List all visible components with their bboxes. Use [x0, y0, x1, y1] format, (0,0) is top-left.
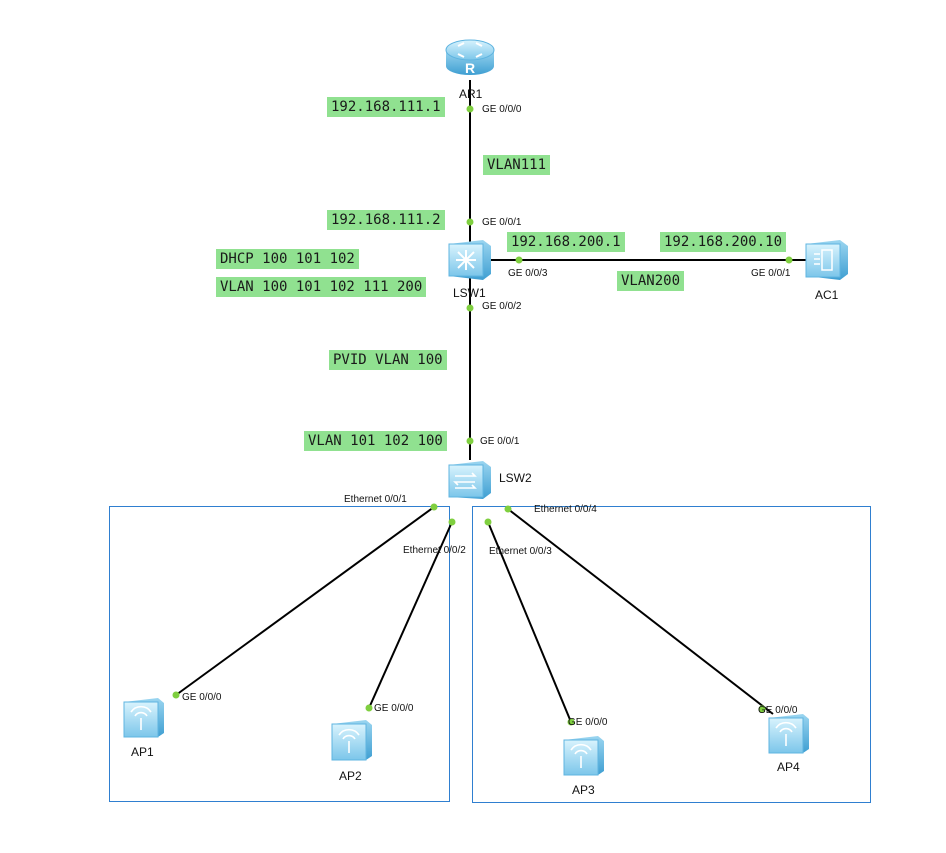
port-dot — [567, 718, 575, 726]
device-name-lsw1: LSW1 — [453, 286, 486, 300]
switch-icon[interactable] — [448, 461, 491, 499]
access-point-icon[interactable] — [563, 736, 604, 776]
lsw2-vlans-label: VLAN 101 102 100 — [304, 431, 447, 451]
link-lsw2-ap2[interactable] — [368, 521, 453, 709]
router-icon[interactable]: R — [445, 39, 495, 76]
device-name-ar1: AR1 — [459, 87, 483, 101]
port-label: GE 0/0/1 — [751, 268, 791, 279]
port-label: GE 0/0/0 — [182, 692, 222, 703]
device-name-ap4: AP4 — [777, 760, 800, 774]
port-dot — [466, 437, 474, 445]
port-label: GE 0/0/1 — [480, 436, 520, 447]
port-dot — [172, 691, 180, 699]
port-dot — [466, 218, 474, 226]
port-label: GE 0/0/3 — [508, 268, 548, 279]
access-point-icon[interactable] — [123, 698, 164, 738]
ap-group-left — [109, 506, 450, 802]
port-label: Ethernet 0/0/2 — [403, 545, 466, 556]
port-label: Ethernet 0/0/4 — [534, 504, 597, 515]
svg-text:R: R — [465, 60, 475, 76]
lsw1-ip-label: 192.168.111.2 — [327, 210, 445, 230]
ap-group-right — [472, 506, 871, 803]
link-lsw2-ap3[interactable] — [487, 521, 572, 723]
ar1-ip-label: 192.168.111.1 — [327, 97, 445, 117]
device-name-ac1: AC1 — [815, 288, 839, 302]
lsw1-ip200-label: 192.168.200.1 — [507, 232, 625, 252]
access-point-icon[interactable] — [768, 714, 809, 754]
port-label: GE 0/0/0 — [482, 104, 522, 115]
access-point-icon[interactable] — [331, 720, 372, 761]
port-dot — [758, 705, 766, 713]
device-name-ap1: AP1 — [131, 745, 154, 759]
device-name-ap3: AP3 — [572, 783, 595, 797]
port-dot — [484, 518, 492, 526]
port-dot — [515, 256, 523, 264]
port-label: GE 0/0/0 — [374, 703, 414, 714]
link-lsw2-ap4[interactable] — [507, 508, 774, 715]
core-switch-icon[interactable] — [448, 240, 491, 280]
access-controller-icon[interactable] — [805, 240, 848, 280]
port-dot — [785, 256, 793, 264]
port-dot — [365, 704, 373, 712]
port-label: GE 0/0/0 — [568, 717, 608, 728]
port-dot — [448, 518, 456, 526]
lsw1-vlans-label: VLAN 100 101 102 111 200 — [216, 277, 427, 297]
port-label: GE 0/0/1 — [482, 217, 522, 228]
link-lsw2-ap1[interactable] — [175, 506, 435, 696]
device-name-lsw2: LSW2 — [499, 471, 532, 485]
pvid-label: PVID VLAN 100 — [329, 350, 447, 370]
dhcp-label: DHCP 100 101 102 — [216, 249, 359, 269]
port-dot — [466, 105, 474, 113]
vlan200-label: VLAN200 — [617, 271, 685, 291]
vlan111-label: VLAN111 — [483, 155, 551, 175]
port-label: Ethernet 0/0/3 — [489, 546, 552, 557]
port-label: GE 0/0/2 — [482, 301, 522, 312]
port-label: GE 0/0/0 — [758, 705, 798, 716]
ac1-ip-label: 192.168.200.10 — [660, 232, 787, 252]
device-name-ap2: AP2 — [339, 769, 362, 783]
port-dot — [504, 505, 512, 513]
port-dot — [466, 304, 474, 312]
port-dot — [430, 503, 438, 511]
port-label: Ethernet 0/0/1 — [344, 494, 407, 505]
